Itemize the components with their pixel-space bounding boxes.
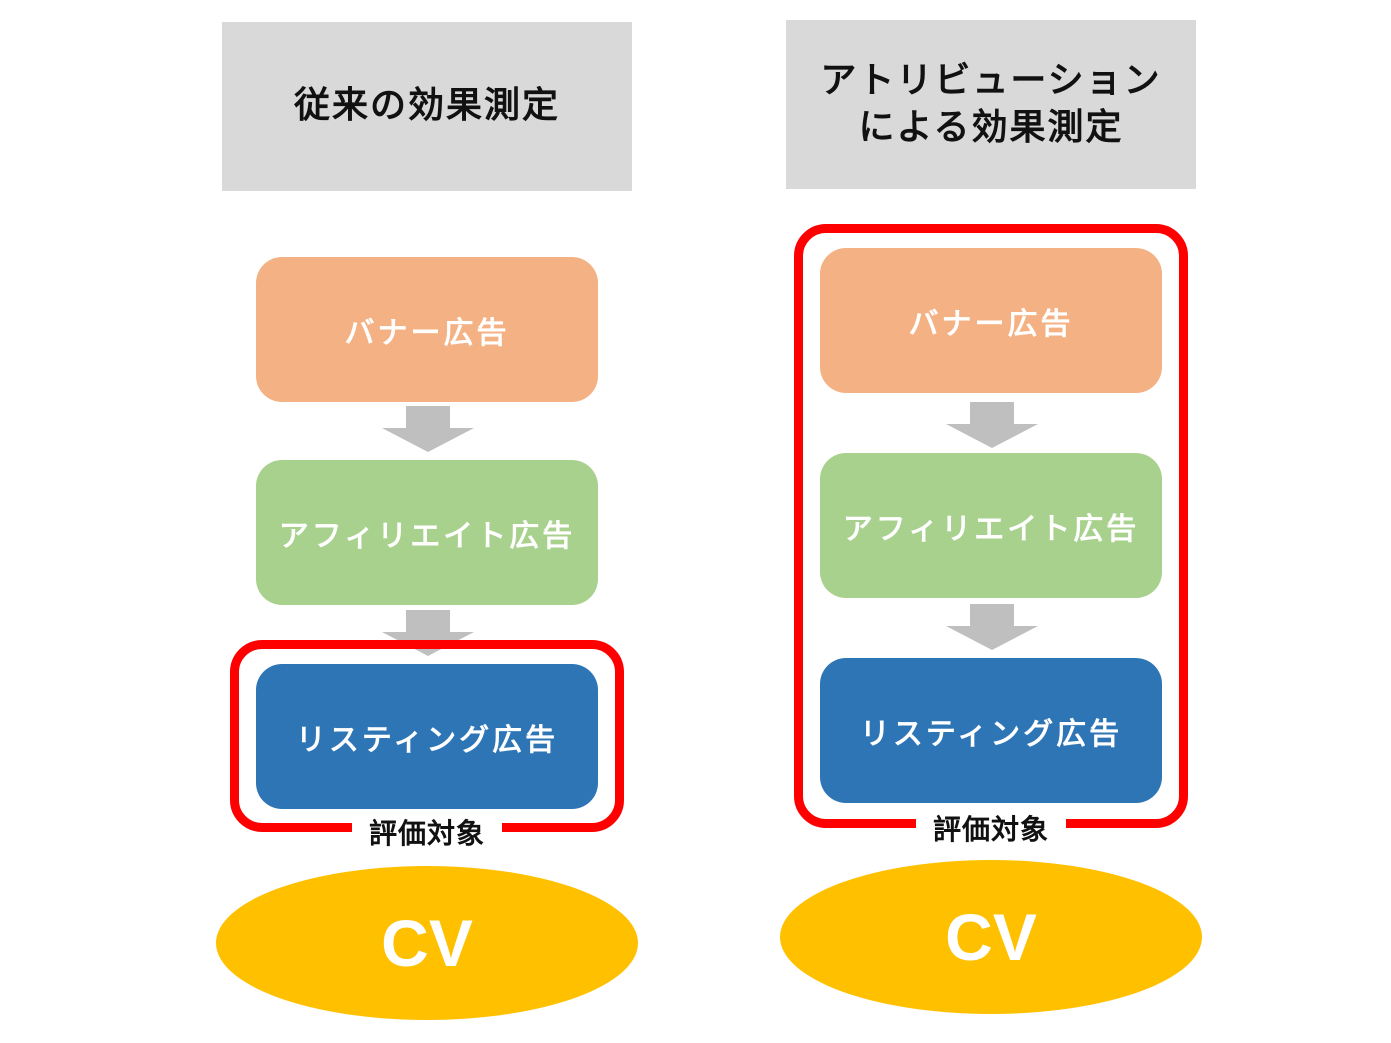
right-cv-ellipse: CV: [780, 860, 1202, 1014]
right-evaluation-label: 評価対象: [916, 810, 1066, 850]
left-affiliate-ad-label: アフィリエイト広告: [278, 518, 576, 554]
left-banner-ad-label: バナー広告: [344, 315, 510, 351]
right-arrow-down-icon: [946, 604, 1038, 650]
left-listing-ad-box: リスティング広告: [256, 664, 598, 809]
left-header-title: 従来の効果測定: [293, 85, 560, 127]
right-listing-ad-box: リスティング広告: [820, 658, 1162, 803]
right-cv-label: CV: [945, 900, 1037, 974]
right-banner-ad-label: バナー広告: [908, 306, 1074, 342]
left-arrow-down-icon: [382, 406, 474, 452]
right-arrow-down-icon: [946, 402, 1038, 448]
left-evaluation-label: 評価対象: [352, 814, 502, 854]
left-banner-ad-box: バナー広告: [256, 257, 598, 402]
right-banner-ad-box: バナー広告: [820, 248, 1162, 393]
right-affiliate-ad-box: アフィリエイト広告: [820, 453, 1162, 598]
right-listing-ad-label: リスティング広告: [859, 716, 1123, 752]
left-cv-ellipse: CV: [216, 866, 638, 1020]
right-header-title-line2: による効果測定: [858, 106, 1124, 148]
left-cv-label: CV: [381, 906, 473, 980]
left-listing-ad-label: リスティング広告: [295, 722, 559, 758]
left-affiliate-ad-box: アフィリエイト広告: [256, 460, 598, 605]
right-header: アトリビューション による効果測定: [786, 20, 1196, 189]
right-affiliate-ad-label: アフィリエイト広告: [842, 511, 1140, 547]
left-arrow-down-icon: [382, 610, 474, 656]
left-header: 従来の効果測定: [222, 22, 632, 191]
right-header-title-line1: アトリビューション: [820, 59, 1162, 101]
